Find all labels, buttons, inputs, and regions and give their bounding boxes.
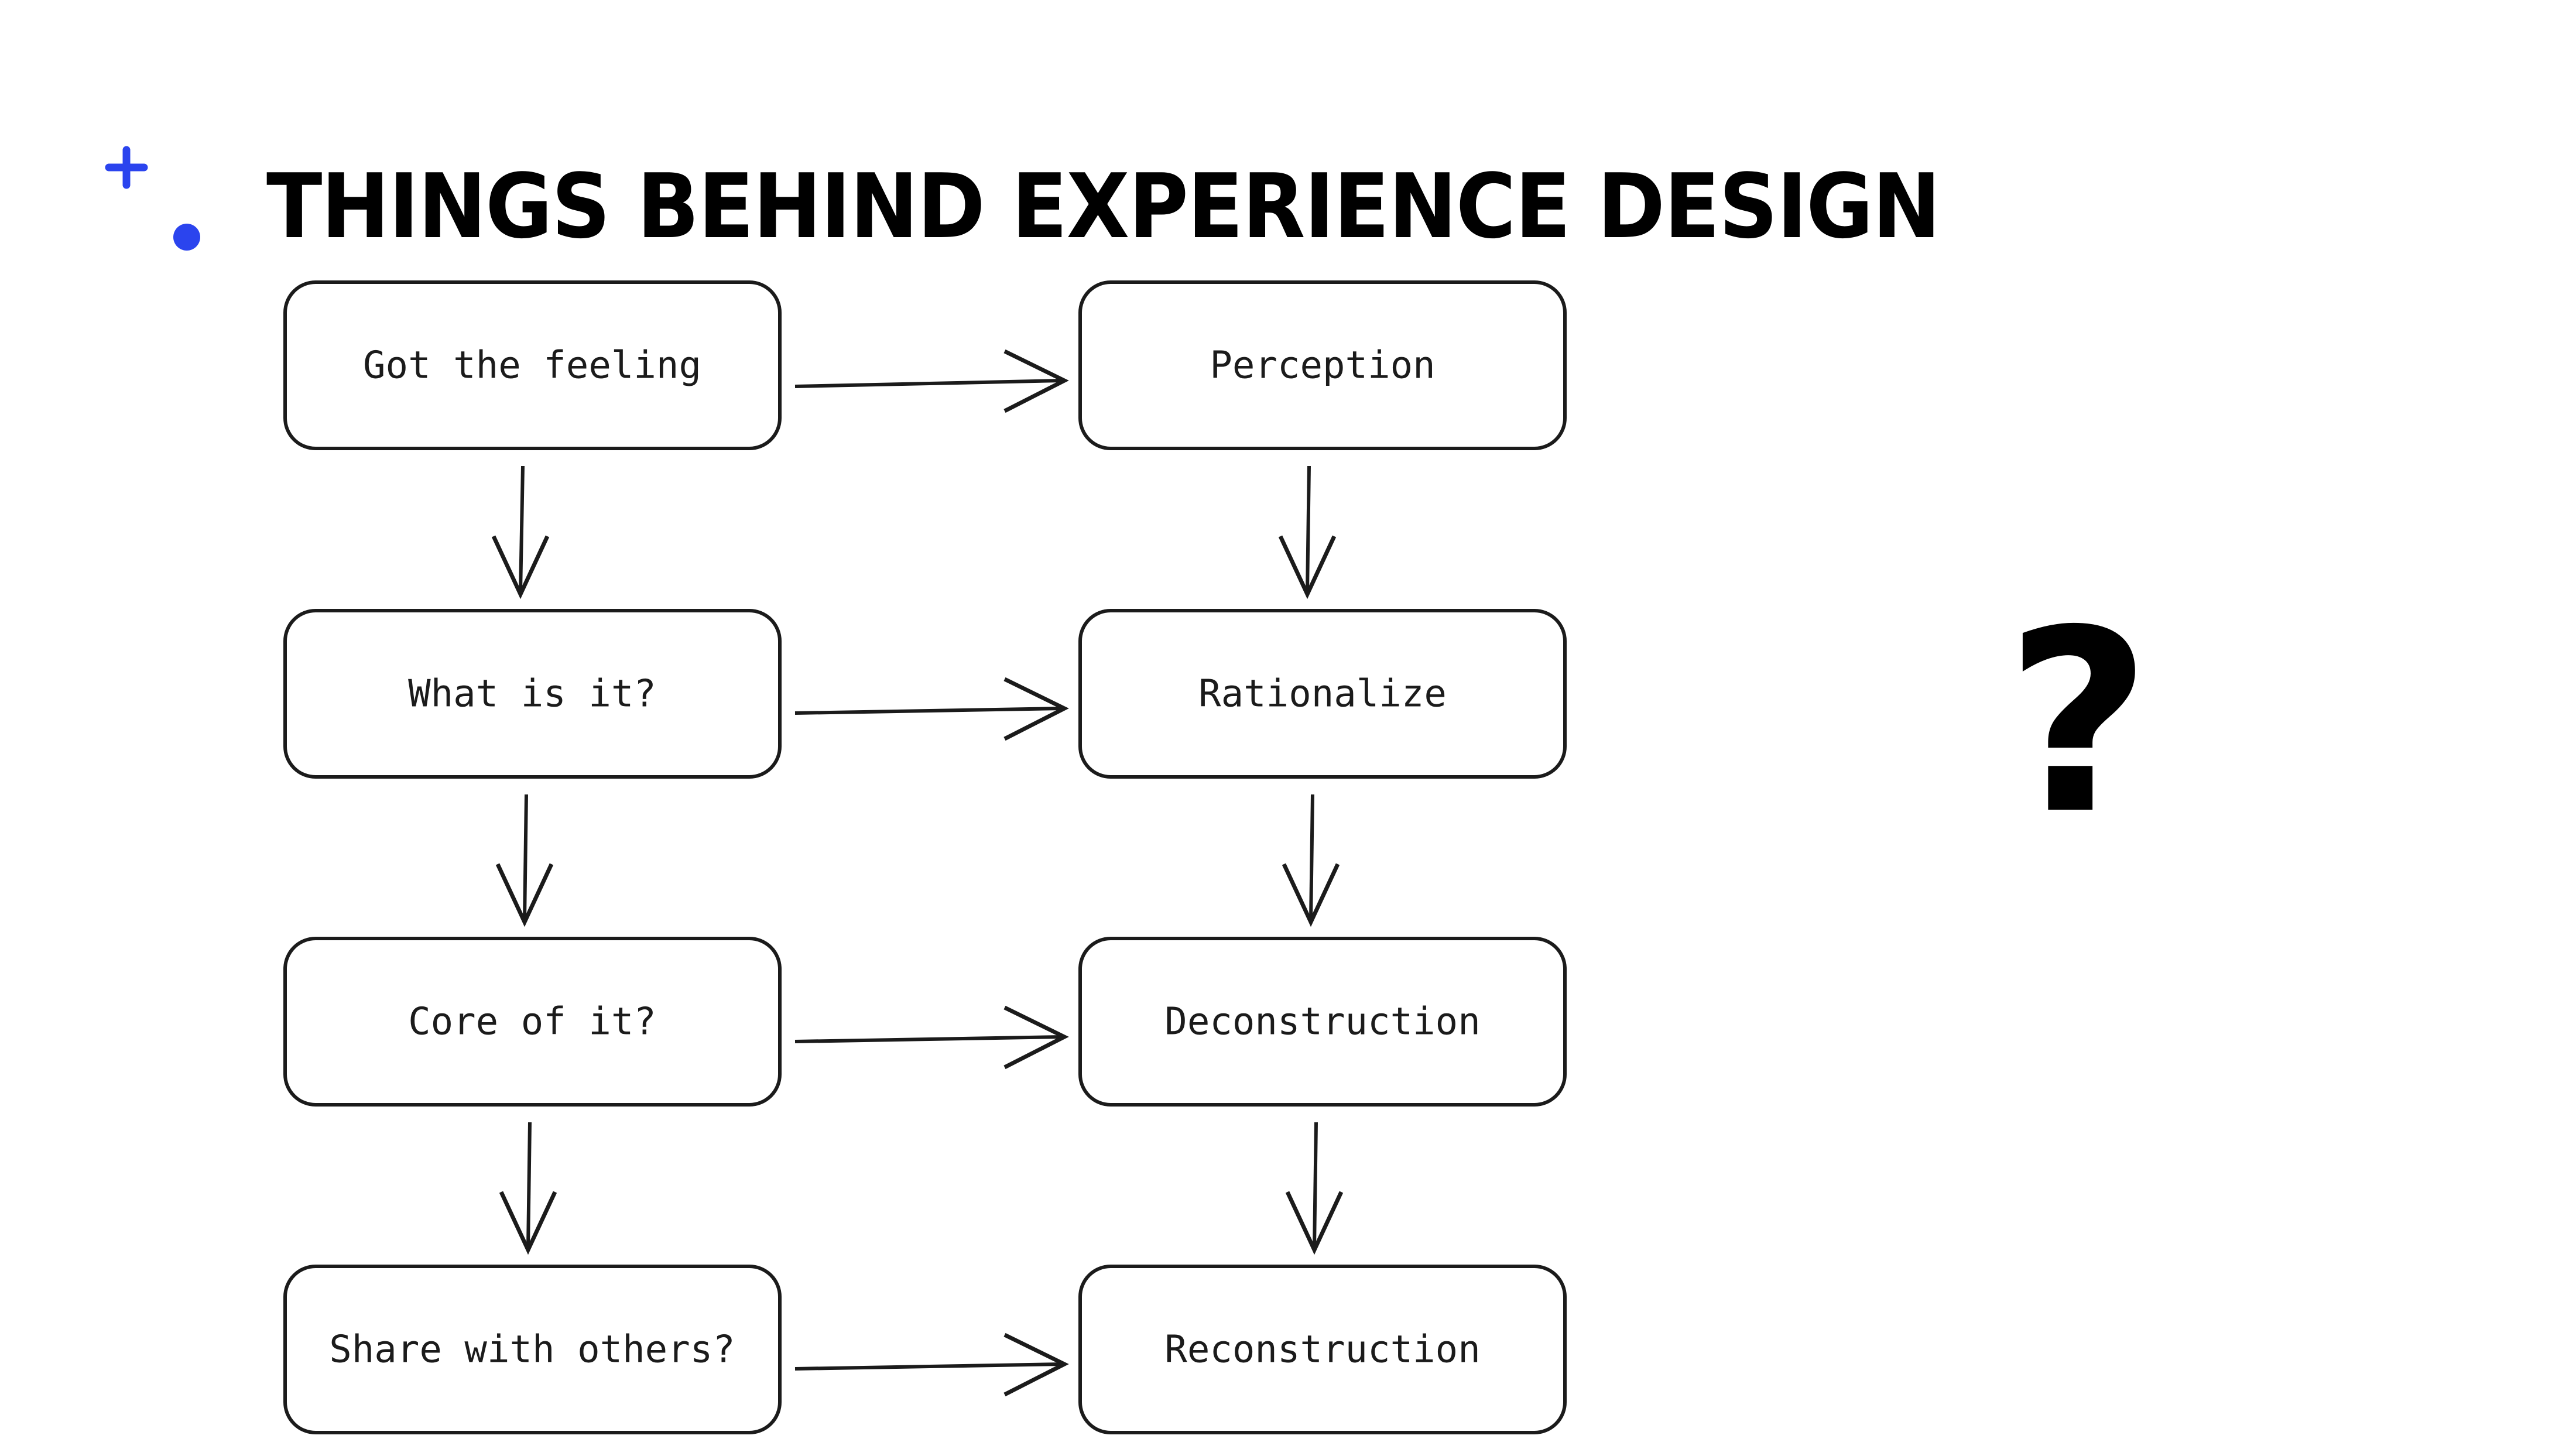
node-deconstruction[interactable]: Deconstruction — [1078, 937, 1567, 1107]
node-reconstruction[interactable]: Reconstruction — [1078, 1265, 1567, 1434]
node-label: Core of it? — [408, 1001, 656, 1044]
node-label: Perception — [1210, 344, 1435, 388]
node-label: Got the feeling — [363, 344, 701, 388]
node-label: Rationalize — [1198, 673, 1447, 716]
bullet-dot-icon — [173, 224, 200, 251]
edge-perception-to-rationalize — [1278, 465, 1337, 600]
node-share-with-others[interactable]: Share with others? — [283, 1265, 782, 1434]
edge-got-the-feeling-to-perception — [794, 349, 1069, 413]
node-what-is-it[interactable]: What is it? — [283, 609, 782, 779]
edge-got-the-feeling-to-what-is-it — [491, 465, 550, 600]
edge-core-of-it-to-share-with-others — [499, 1122, 557, 1255]
node-label: Share with others? — [329, 1328, 735, 1372]
edge-deconstruction-to-reconstruction — [1285, 1122, 1344, 1255]
edge-rationalize-to-deconstruction — [1282, 794, 1340, 927]
question-mark-glyph: ? — [2005, 577, 2152, 869]
edge-what-is-it-to-rationalize — [794, 677, 1069, 741]
edge-what-is-it-to-core-of-it — [495, 794, 554, 927]
node-rationalize[interactable]: Rationalize — [1078, 609, 1567, 779]
node-got-the-feeling[interactable]: Got the feeling — [283, 280, 782, 450]
page-title: THINGS BEHIND EXPERIENCE DESIGN — [266, 155, 1941, 258]
node-perception[interactable]: Perception — [1078, 280, 1567, 450]
node-label: Reconstruction — [1164, 1328, 1480, 1372]
edge-core-of-it-to-deconstruction — [794, 1005, 1069, 1070]
node-label: Deconstruction — [1164, 1001, 1480, 1044]
node-label: What is it? — [408, 673, 656, 716]
edge-share-with-others-to-reconstruction — [794, 1332, 1069, 1397]
node-core-of-it[interactable]: Core of it? — [283, 937, 782, 1107]
